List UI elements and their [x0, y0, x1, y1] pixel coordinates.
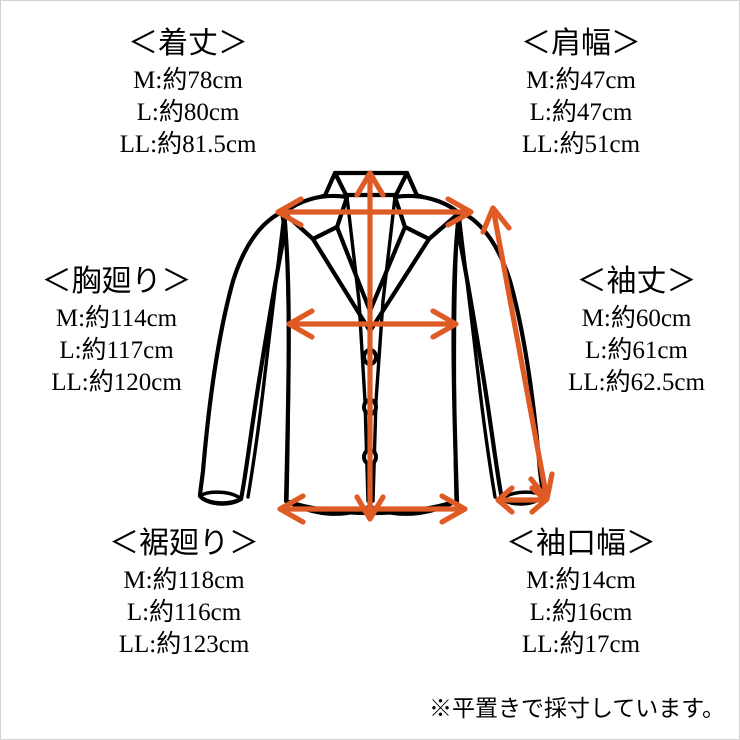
- measure-value-length-l: L:約80cm: [136, 99, 240, 126]
- measure-arrow-hem: [277, 493, 468, 525]
- measure-label-cuff: ＜袖口幅＞ M:約14cm L:約16cm LL:約17cm: [456, 529, 706, 664]
- measure-value-length-ll: LL:約81.5cm: [119, 131, 257, 158]
- measure-value-cuff-l: L:約16cm: [529, 599, 633, 626]
- measure-title-chest: ＜胸廻り＞: [41, 265, 192, 298]
- measure-value-sleeve-ll: LL:約62.5cm: [568, 369, 705, 396]
- measure-label-sleeve: ＜袖丈＞ M:約60cm L:約61cm LL:約62.5cm: [529, 265, 739, 402]
- measure-arrow-shoulder: [275, 196, 474, 228]
- measure-value-length-m: M:約78cm: [133, 67, 243, 94]
- measure-value-chest-l: L:約117cm: [59, 337, 174, 364]
- measure-label-chest: ＜胸廻り＞ M:約114cm L:約117cm LL:約120cm: [9, 267, 224, 402]
- jacket-body-outline: [281, 186, 462, 516]
- measure-value-chest-ll: LL:約120cm: [51, 369, 182, 396]
- measure-value-sleeve-l: L:約61cm: [585, 337, 688, 364]
- measure-value-hem-m: M:約118cm: [123, 567, 245, 594]
- measure-label-shoulder: ＜肩幅＞ M:約47cm L:約47cm LL:約51cm: [456, 29, 706, 164]
- measure-value-chest-m: M:約114cm: [55, 305, 178, 332]
- measure-value-hem-l: L:約116cm: [126, 599, 242, 626]
- measure-title-cuff: ＜袖口幅＞: [506, 527, 656, 560]
- measure-value-shoulder-l: L:約47cm: [529, 99, 633, 126]
- measure-title-length: ＜着丈＞: [128, 27, 248, 60]
- measure-value-hem-ll: LL:約123cm: [118, 631, 250, 658]
- measure-title-sleeve: ＜袖丈＞: [576, 265, 697, 298]
- measure-value-cuff-m: M:約14cm: [526, 567, 636, 594]
- measure-value-shoulder-ll: LL:約51cm: [521, 131, 641, 158]
- measure-arrow-cuff: [495, 485, 549, 515]
- measure-value-cuff-ll: LL:約17cm: [521, 631, 641, 658]
- measure-label-length: ＜着丈＞ M:約78cm L:約80cm LL:約81.5cm: [63, 29, 313, 164]
- jacket-collar-lapels: [281, 170, 462, 508]
- measure-value-shoulder-m: M:約47cm: [526, 67, 636, 94]
- measure-title-shoulder: ＜肩幅＞: [521, 27, 641, 60]
- measurement-note: ※平置きで採寸しています。: [428, 696, 725, 721]
- measure-value-sleeve-m: M:約60cm: [581, 305, 692, 332]
- measure-arrow-chest: [286, 308, 459, 340]
- measure-title-hem: ＜裾廻り＞: [109, 527, 259, 560]
- measure-label-hem: ＜裾廻り＞ M:約118cm L:約116cm LL:約123cm: [59, 529, 309, 664]
- jacket-buttons: [362, 348, 378, 466]
- measure-arrow-length: [354, 170, 386, 522]
